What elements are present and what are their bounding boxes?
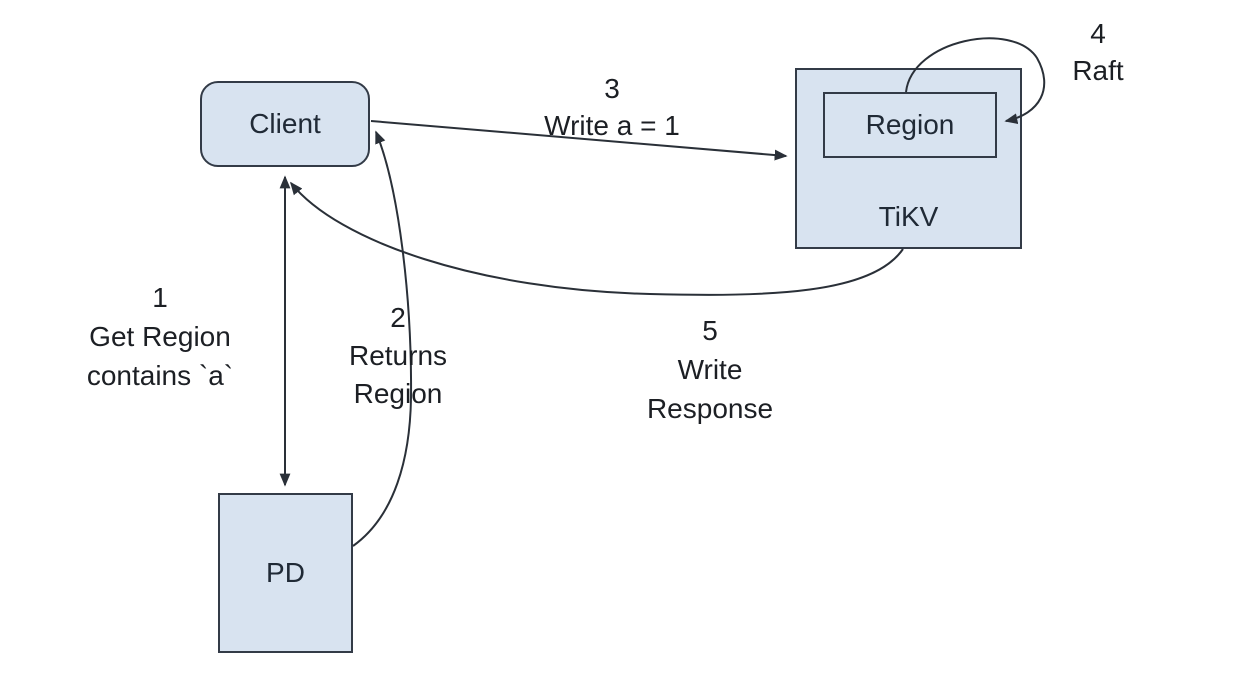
step-label-3: 3 Write a = 1 [512, 70, 712, 144]
step-label-4: 4 Raft [1038, 15, 1158, 89]
step-text-line: Write a = 1 [544, 110, 680, 141]
node-tikv-label: TiKV [878, 201, 939, 232]
node-client-label: Client [249, 108, 321, 139]
step-text-line: Response [646, 393, 774, 424]
step-number: 5 [702, 315, 718, 346]
step-label-2: 2 Returns Region [320, 299, 476, 413]
node-pd: PD [218, 493, 353, 653]
node-tikv: Region TiKV [795, 68, 1022, 249]
step-number: 3 [604, 73, 620, 104]
step-text-line: contains `a` [86, 360, 234, 391]
step-number: 1 [152, 282, 168, 313]
node-client: Client [200, 81, 370, 167]
node-region: Region [823, 92, 997, 158]
step-text-line: Returns [348, 340, 448, 371]
step-text-line: Write [677, 354, 743, 385]
step-number: 4 [1090, 18, 1106, 49]
step-label-1: 1 Get Region contains `a` [55, 278, 265, 395]
step-text-line: Region [353, 378, 443, 409]
step-number: 2 [390, 302, 406, 333]
step-text-line: Raft [1072, 55, 1124, 86]
step-label-5: 5 Write Response [610, 311, 810, 428]
step-text-line: Get Region [89, 321, 231, 352]
node-region-label: Region [865, 109, 955, 140]
node-pd-label: PD [266, 557, 305, 588]
